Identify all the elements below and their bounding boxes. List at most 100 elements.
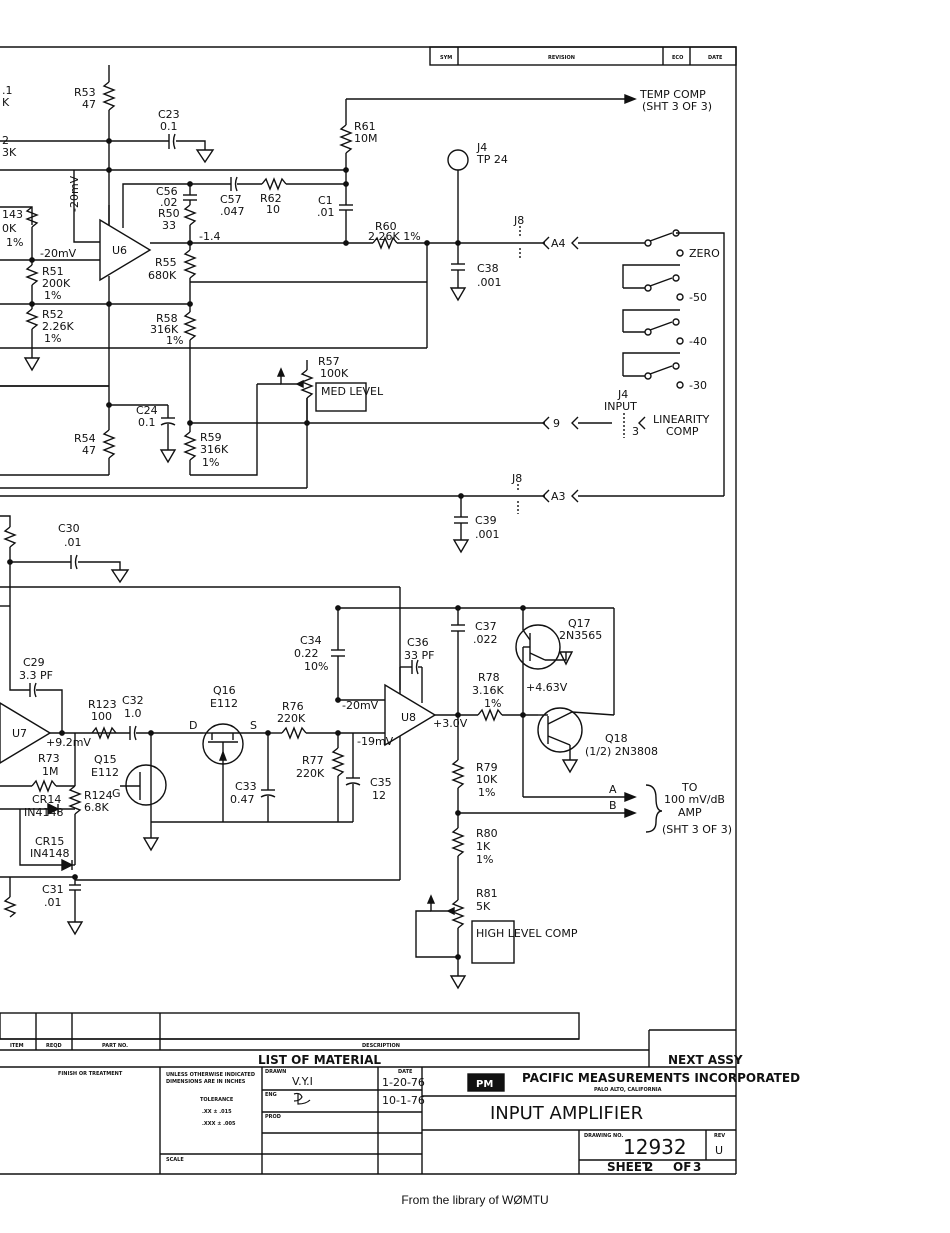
col-reqd: REQD: [46, 1043, 62, 1049]
voltage-4: -20mV: [342, 699, 379, 712]
voltage-8: +9.2mV: [46, 736, 91, 749]
r53-value: 47: [82, 98, 96, 111]
sheet-number: 2: [645, 1160, 653, 1174]
r60-value: 2.26K 1%: [368, 230, 421, 243]
linearity-label: LINEARITY: [653, 413, 710, 426]
c1-value: .01: [317, 206, 335, 219]
r123-ref: R123: [88, 698, 117, 711]
r53-resistor: [102, 81, 116, 111]
j4-tp-value: TP 24: [476, 153, 508, 166]
c32-ref: C32: [122, 694, 144, 707]
sheet-border: [0, 46, 737, 1175]
eng-date: 10-1-76: [382, 1094, 425, 1107]
r77-value: 220K: [296, 767, 325, 780]
rev-value: U: [715, 1144, 723, 1157]
r78-value: 3.16K: [472, 684, 504, 697]
revision-block: SYM REVISION ECO DATE: [429, 46, 737, 66]
upper-wiring: [0, 65, 725, 554]
zero-label: ZERO: [689, 247, 720, 260]
q17-ref: Q17: [568, 617, 591, 630]
cr15-ref: CR15: [35, 835, 64, 848]
amp-label: AMP: [678, 806, 702, 819]
r50-resistor: [183, 204, 197, 226]
r59-ref: R59: [200, 431, 222, 444]
c38-value: .001: [477, 276, 502, 289]
company-city: PALO ALTO, CALIFORNIA: [594, 1087, 662, 1093]
library-footer: From the library of WØMTU: [401, 1193, 549, 1207]
r77-resistor: [331, 747, 345, 777]
r50-ref: R50: [158, 207, 180, 220]
c37-value: .022: [473, 633, 498, 646]
voltage-annotations: -20mV -20mV -1.4 -20mV -19mV +3.0V +4.63…: [40, 175, 568, 749]
r123-resistor: [91, 726, 117, 740]
to-sheet-label: (SHT 3 OF 3): [662, 823, 732, 836]
c57-value: .047: [220, 205, 245, 218]
r73-ref: R73: [38, 752, 60, 765]
c34-tol: 10%: [304, 660, 328, 673]
voltage-7: +4.63V: [526, 681, 568, 694]
col-description: DESCRIPTION: [362, 1043, 400, 1049]
cr14-ref: CR14: [32, 793, 61, 806]
c30-ref: C30: [58, 522, 80, 535]
left-label-1: .1: [2, 84, 13, 97]
c35-value: 12: [372, 789, 386, 802]
c38-ref: C38: [477, 262, 499, 275]
q15-ref: Q15: [94, 753, 117, 766]
q16-ref: Q16: [213, 684, 236, 697]
r55-value: 680K: [148, 269, 177, 282]
c23-value: 0.1: [160, 120, 178, 133]
r55-ref: R55: [155, 256, 177, 269]
r62-value: 10: [266, 203, 280, 216]
prod-label: PROD: [265, 1114, 281, 1120]
to-label: TO: [681, 781, 698, 794]
q15-gate-label: G: [112, 787, 121, 800]
r76-value: 220K: [277, 712, 306, 725]
rev-col-revision: REVISION: [548, 55, 575, 61]
u6-opamp: [99, 218, 152, 282]
q18-ref: Q18: [605, 732, 628, 745]
r58-resistor: [183, 311, 197, 341]
c39-value: .001: [475, 528, 500, 541]
line-a-label: A: [609, 783, 617, 796]
date-header: DATE: [398, 1069, 413, 1075]
r58-value: 316K: [150, 323, 179, 336]
r73-value: 1M: [42, 765, 59, 778]
r79-tol: 1%: [478, 786, 495, 799]
r51-ref: R51: [42, 265, 64, 278]
company-name: PACIFIC MEASUREMENTS INCORPORATED: [522, 1071, 800, 1085]
j4-tp-ref: J4: [476, 141, 487, 154]
drawing-no-header: DRAWING NO.: [584, 1133, 623, 1139]
r52-ref: R52: [42, 308, 64, 321]
left-label-6: 0K: [2, 222, 17, 235]
r55-resistor: [183, 249, 197, 279]
c24-ref: C24: [136, 404, 158, 417]
col-part-no: PART NO.: [102, 1043, 128, 1049]
r62-ref: R62: [260, 192, 282, 205]
lower-wiring: [0, 515, 663, 990]
rev-col-sym: SYM: [440, 55, 452, 61]
r61-value: 10M: [354, 132, 378, 145]
c35-ref: C35: [370, 776, 392, 789]
c33-ref: C33: [235, 780, 257, 793]
r58-ref: R58: [156, 312, 178, 325]
pin-9-label: 9: [553, 417, 560, 430]
r53-ref: R53: [74, 86, 96, 99]
pin-3-label: 3: [632, 425, 639, 438]
eng-signature: [293, 1092, 311, 1105]
r54-resistor: [102, 429, 116, 459]
title-block: ITEM REQD PART NO. DESCRIPTION LIST OF M…: [0, 1012, 800, 1174]
r79-ref: R79: [476, 761, 498, 774]
r60-ref: R60: [375, 220, 397, 233]
c24-value: 0.1: [138, 416, 156, 429]
c37-ref: C37: [475, 620, 497, 633]
col-item: ITEM: [10, 1043, 24, 1049]
j8-bottom-label: J8: [511, 472, 522, 485]
left-label-2: K: [2, 96, 10, 109]
r57-value: 100K: [320, 367, 349, 380]
c1-ref: C1: [318, 194, 333, 207]
voltage-3: -1.4: [199, 230, 220, 243]
r43-resistor: [25, 206, 39, 228]
left-label-5: 143: [2, 208, 23, 221]
q15-value: E112: [91, 766, 119, 779]
